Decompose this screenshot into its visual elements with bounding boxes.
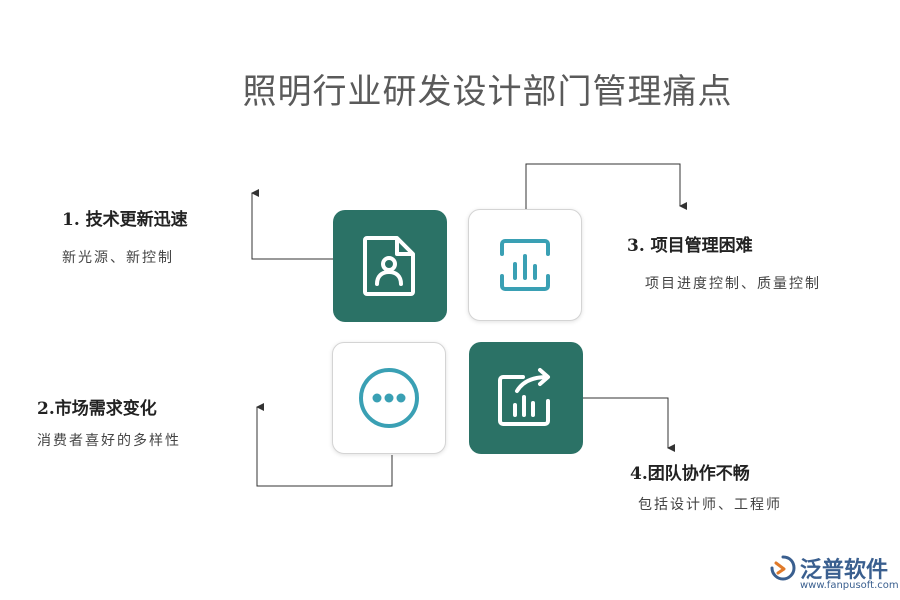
item-title-market-demand: 2.市场需求变化 [37,399,157,419]
tile-project-management [468,209,582,321]
tile-tech-update [333,210,447,322]
document-user-icon [363,236,415,296]
tile-team-collaboration [469,342,583,454]
brand-logo: 泛普软件 [770,552,888,584]
item-desc-team-collaboration: 包括设计师、工程师 [638,497,782,513]
item-title-tech-update: 1. 技术更新迅速 [62,210,188,230]
item-title-team-collaboration: 4.团队协作不畅 [630,464,750,484]
logo-name: 泛普软件 [800,558,889,583]
bar-chart-frame-icon [500,239,550,291]
connector-1 [251,189,333,260]
logo-url: www.fanpusoft.com [800,580,899,591]
page-title: 照明行业研发设计部门管理痛点 [242,72,733,112]
item-desc-tech-update: 新光源、新控制 [62,250,174,266]
item-desc-market-demand: 消费者喜好的多样性 [37,433,181,449]
tile-market-demand [332,342,446,454]
item-desc-project-management: 项目进度控制、质量控制 [645,276,821,292]
item-title-project-management: 3. 项目管理困难 [627,236,753,256]
chart-export-icon [498,368,550,426]
connector-3 [525,163,687,210]
fanpu-logo-icon [770,555,796,581]
more-dots-icon [359,368,419,428]
connector-4 [583,397,675,452]
